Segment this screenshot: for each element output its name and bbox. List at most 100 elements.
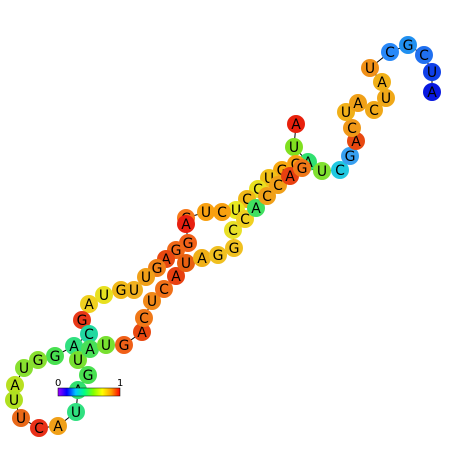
nucleotide-base-label: U: [99, 288, 109, 304]
nucleotide-base-label: A: [53, 419, 63, 435]
nucleotide-base-label: C: [369, 103, 379, 119]
nucleotide-base-label: C: [240, 212, 250, 228]
nucleotide-circle: [377, 89, 395, 107]
nucleotide-base-label: G: [119, 338, 130, 354]
color-scale-legend: 0 1: [55, 378, 123, 397]
nucleotide-25: A: [65, 337, 83, 355]
nucleotide-19: U: [125, 281, 143, 299]
nucleotide-circle: [224, 221, 242, 239]
nucleotide-circle: [285, 138, 303, 156]
nucleotide-base-label: C: [253, 182, 263, 198]
nucleotide-circle: [213, 203, 231, 221]
nucleotide-24: C: [80, 325, 98, 343]
nucleotide-circle: [143, 292, 161, 310]
nucleotide-base-label: A: [69, 339, 79, 355]
nucleotide-base-label: G: [183, 236, 194, 252]
nucleotide-50: C: [224, 221, 242, 239]
nucleotide-base-label: U: [9, 393, 19, 409]
nucleotide-base-label: C: [34, 421, 44, 437]
nucleotide-base-label: C: [217, 205, 227, 221]
nucleotide-53: C: [258, 187, 276, 205]
nucleotide-22: A: [80, 295, 98, 313]
nucleotide-29: A: [6, 376, 24, 394]
nucleotide-circle: [361, 59, 379, 77]
nucleotide-circle: [197, 203, 215, 221]
nucleotide-circle: [193, 249, 211, 267]
nucleotide-42: C: [135, 309, 153, 327]
nucleotide-base-label: G: [213, 248, 224, 264]
nucleotide-68: C: [381, 43, 399, 61]
nucleotide-base-label: C: [273, 178, 283, 194]
nucleotide-31: U: [12, 409, 30, 427]
nucleotide-49: G: [225, 239, 243, 257]
nucleotide-base-label: A: [161, 252, 171, 268]
nucleotide-circle: [341, 147, 359, 165]
nucleotide-base-label: U: [427, 65, 437, 81]
nucleotide-nodes: AUAGGUCCUCUCAGGAGUUGUAGCAGGUAUUCAUAGUAUG…: [5, 36, 441, 437]
nucleotide-base-label: G: [229, 241, 240, 257]
nucleotide-circle: [155, 280, 173, 298]
nucleotide-circle: [177, 254, 195, 272]
nucleotide-1: A: [287, 115, 305, 133]
nucleotide-base-label: A: [171, 269, 181, 285]
nucleotide-circle: [349, 94, 367, 112]
nucleotide-71: U: [423, 63, 441, 81]
nucleotide-circle: [287, 115, 305, 133]
nucleotide-base-label: C: [228, 223, 238, 239]
nucleotide-circle: [258, 187, 276, 205]
nucleotide-circle: [5, 391, 23, 409]
nucleotide-circle: [137, 268, 155, 286]
nucleotide-base-label: G: [277, 163, 288, 179]
nucleotide-base-label: G: [116, 283, 127, 299]
nucleotide-base-label: C: [347, 121, 357, 137]
nucleotide-circle: [12, 409, 30, 427]
nucleotide-circle: [293, 159, 311, 177]
nucleotide-30: U: [5, 391, 23, 409]
nucleotide-base-label: A: [197, 251, 207, 267]
nucleotide-circle: [177, 215, 195, 233]
nucleotide-10: C: [213, 203, 231, 221]
nucleotide-base-label: U: [231, 203, 241, 219]
nucleotide-circle: [415, 46, 433, 64]
nucleotide-base-label: A: [291, 117, 301, 133]
nucleotide-base-label: U: [341, 105, 351, 121]
nucleotide-base-label: G: [83, 368, 94, 384]
nucleotide-circle: [236, 210, 254, 228]
nucleotide-base-label: G: [77, 313, 88, 329]
nucleotide-circle: [112, 281, 130, 299]
nucleotide-59: G: [341, 147, 359, 165]
nucleotide-circle: [30, 419, 48, 437]
nucleotide-circle: [95, 286, 113, 304]
color-scale-bar: [57, 387, 121, 397]
nucleotide-circle: [80, 325, 98, 343]
nucleotide-circle: [209, 246, 227, 264]
nucleotide-base-label: C: [385, 45, 395, 61]
nucleotide-circle: [125, 281, 143, 299]
nucleotide-27: G: [29, 351, 47, 369]
nucleotide-base-label: G: [50, 349, 61, 365]
nucleotide-circle: [81, 340, 99, 358]
nucleotide-57: U: [313, 162, 331, 180]
nucleotide-63: A: [349, 94, 367, 112]
nucleotide-circle: [97, 336, 115, 354]
nucleotide-70: C: [415, 46, 433, 64]
nucleotide-51: C: [236, 210, 254, 228]
nucleotide-base-label: U: [317, 164, 327, 180]
nucleotide-circle: [65, 337, 83, 355]
nucleotide-circle: [247, 199, 265, 217]
nucleotide-base-label: A: [181, 217, 191, 233]
nucleotide-72: A: [423, 83, 441, 101]
nucleotide-39: U: [97, 336, 115, 354]
nucleotide-base-label: U: [381, 91, 391, 107]
nucleotide-base-label: C: [419, 48, 429, 64]
nucleotide-circle: [67, 403, 85, 421]
nucleotide-base-label: U: [19, 361, 29, 377]
nucleotide-13: A: [177, 215, 195, 233]
color-scale-max-label: 1: [117, 378, 123, 389]
nucleotide-base-label: U: [73, 353, 83, 369]
nucleotide-base-label: U: [16, 411, 26, 427]
nucleotide-circle: [69, 351, 87, 369]
nucleotide-base-label: A: [351, 134, 361, 150]
nucleotide-47: A: [193, 249, 211, 267]
nucleotide-23: G: [73, 311, 91, 329]
